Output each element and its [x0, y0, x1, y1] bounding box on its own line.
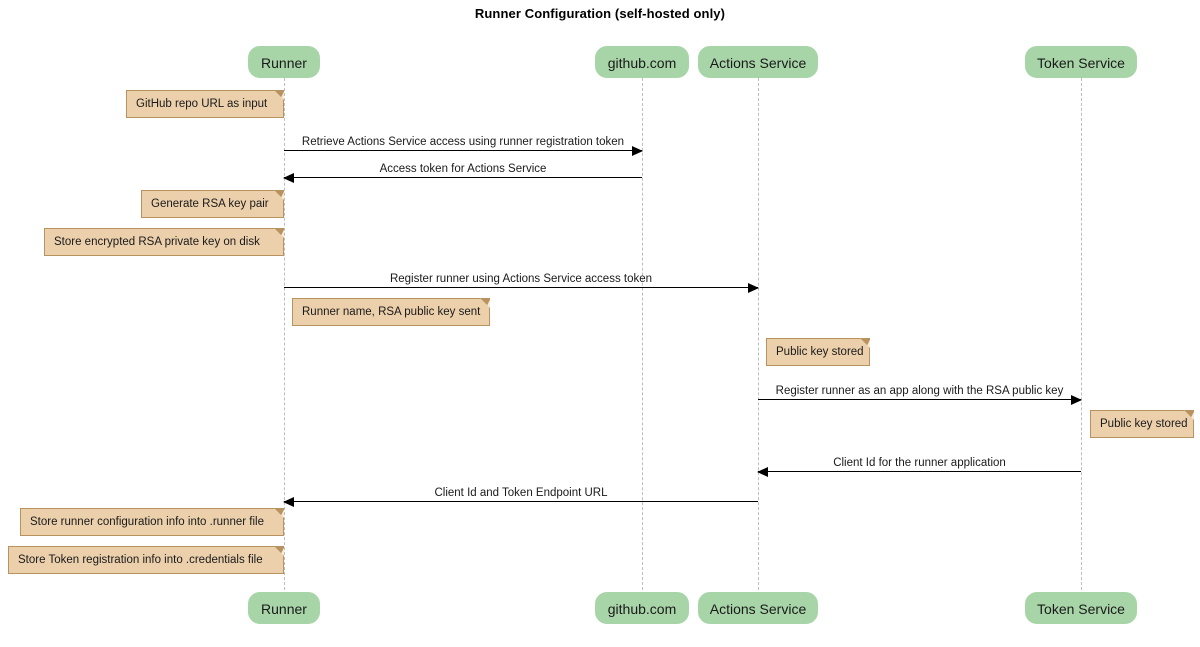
- lifeline-runner: [284, 78, 285, 590]
- msg-client-id-for-runner-application: Client Id for the runner application: [757, 452, 1081, 477]
- note-store-token-registration: Store Token registration info into .cred…: [8, 546, 284, 574]
- participant-github-bottom[interactable]: github.com: [595, 592, 689, 624]
- arrowhead-icon: [283, 497, 294, 507]
- message-label: Access token for Actions Service: [379, 163, 547, 175]
- note-public-key-stored-actions: Public key stored: [766, 338, 870, 366]
- participant-runner-bottom[interactable]: Runner: [248, 592, 320, 624]
- participant-actions-bottom[interactable]: Actions Service: [698, 592, 818, 624]
- message-line: [284, 177, 642, 178]
- note-store-runner-config: Store runner configuration info into .ru…: [20, 508, 284, 536]
- msg-retrieve-actions-service-access: Retrieve Actions Service access using ru…: [284, 131, 643, 156]
- note-store-rsa-private-key: Store encrypted RSA private key on disk: [44, 228, 284, 256]
- message-line: [284, 287, 758, 288]
- lifeline-github: [642, 78, 643, 590]
- msg-client-id-and-token-endpoint-url: Client Id and Token Endpoint URL: [283, 482, 758, 507]
- arrowhead-icon: [748, 283, 759, 293]
- arrowhead-icon: [757, 467, 768, 477]
- lifeline-actions: [758, 78, 759, 590]
- note-public-key-stored-token: Public key stored: [1090, 410, 1194, 438]
- note-github-repo-url: GitHub repo URL as input: [126, 90, 284, 118]
- message-label: Register runner using Actions Service ac…: [389, 273, 653, 285]
- msg-register-runner: Register runner using Actions Service ac…: [284, 268, 759, 293]
- message-line: [284, 150, 642, 151]
- arrowhead-icon: [1071, 395, 1082, 405]
- message-label: Retrieve Actions Service access using ru…: [301, 136, 625, 148]
- message-line: [758, 399, 1081, 400]
- message-label: Client Id and Token Endpoint URL: [434, 487, 608, 499]
- message-label: Client Id for the runner application: [833, 457, 1006, 469]
- participant-actions-top[interactable]: Actions Service: [698, 46, 818, 78]
- message-line: [284, 501, 758, 502]
- page-title: Runner Configuration (self-hosted only): [474, 6, 726, 21]
- msg-access-token-for-actions-service: Access token for Actions Service: [283, 158, 642, 183]
- message-label: Register runner as an app along with the…: [775, 385, 1064, 397]
- message-line: [758, 471, 1081, 472]
- arrowhead-icon: [283, 173, 294, 183]
- arrowhead-icon: [632, 146, 643, 156]
- note-generate-rsa: Generate RSA key pair: [141, 190, 284, 218]
- lifeline-token: [1081, 78, 1082, 590]
- msg-register-runner-as-app: Register runner as an app along with the…: [758, 380, 1082, 405]
- participant-token-top[interactable]: Token Service: [1025, 46, 1137, 78]
- note-runner-name-rsa-public-key: Runner name, RSA public key sent: [292, 298, 490, 326]
- participant-github-top[interactable]: github.com: [595, 46, 689, 78]
- participant-runner-top[interactable]: Runner: [248, 46, 320, 78]
- participant-token-bottom[interactable]: Token Service: [1025, 592, 1137, 624]
